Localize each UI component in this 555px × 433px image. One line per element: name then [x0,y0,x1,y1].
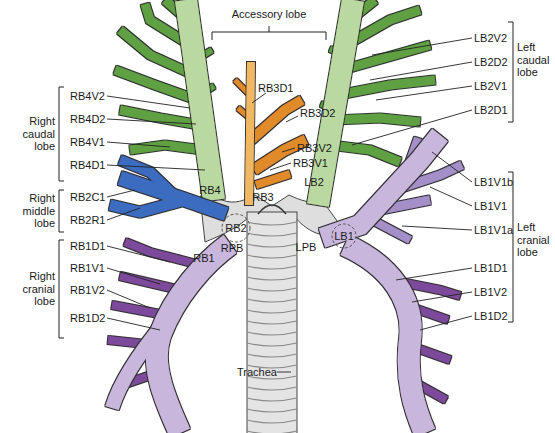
segment-label: LB1V1a [474,224,513,237]
bronchus-label: LB2 [304,176,324,189]
segment-label: LB2V2 [474,32,507,45]
segment-label: RB1V1 [70,262,105,275]
segment-label: LB1V2 [474,286,507,299]
segment-label: LB1V1b [474,176,513,189]
lobe-name: Right cranial lobe [11,270,55,308]
segment-label: LB2V1 [474,80,507,93]
trachea-rings [247,222,297,433]
trachea-label: Trachea [237,366,277,379]
accessory-trunk [249,62,251,205]
segment-label: RB3D2 [300,107,335,120]
segment-label: LB2D2 [474,56,508,69]
lobe-name: Right middle lobe [11,192,55,230]
segment-label: LB2D1 [474,104,508,117]
segment-label: LB1V1 [474,200,507,213]
carina [258,205,286,214]
segment-label: LB1D1 [474,262,508,275]
bronchus-label: RPB [221,242,244,255]
bronchus-label: RB4 [199,184,220,197]
segment-label: RB3V2 [297,142,332,155]
lobe-name: Right caudal lobe [11,115,55,153]
left-cranial-trunk [322,135,440,433]
segment-label: RB3D1 [258,82,293,95]
bronchus-label: LB1 [334,230,354,243]
bronchus-label: RB2 [225,222,246,235]
lobe-brackets [59,22,513,338]
bronchus-label: RB3 [252,191,273,204]
segment-label: RB4V2 [70,90,105,103]
segment-label: RB3V1 [293,157,328,170]
leader-lines [107,38,472,372]
lobe-name: Left cranial lobe [517,221,555,259]
lobe-name: Left caudal lobe [517,41,555,79]
segment-label: RB1D1 [70,240,105,253]
segment-label: RB2C1 [70,191,105,204]
segment-label: RB4V1 [70,136,105,149]
segment-label: RB1D2 [70,312,105,325]
dashed-circle [332,224,356,248]
lobe-name: Accessory lobe [232,8,307,21]
segment-label: RB4D2 [70,113,105,126]
segment-label: LB1D2 [474,310,508,323]
segment-label: RB1V2 [70,284,105,297]
dashed-circle [222,214,250,242]
bronchus-label: LPB [296,241,317,254]
trachea-tube [247,212,297,433]
right-cranial-trunk [112,244,230,433]
segment-label: RB4D1 [70,159,105,172]
left-caudal-trunk [318,0,353,205]
bronchus-label: RB1 [193,252,214,265]
segment-label: RB2R1 [70,214,105,227]
